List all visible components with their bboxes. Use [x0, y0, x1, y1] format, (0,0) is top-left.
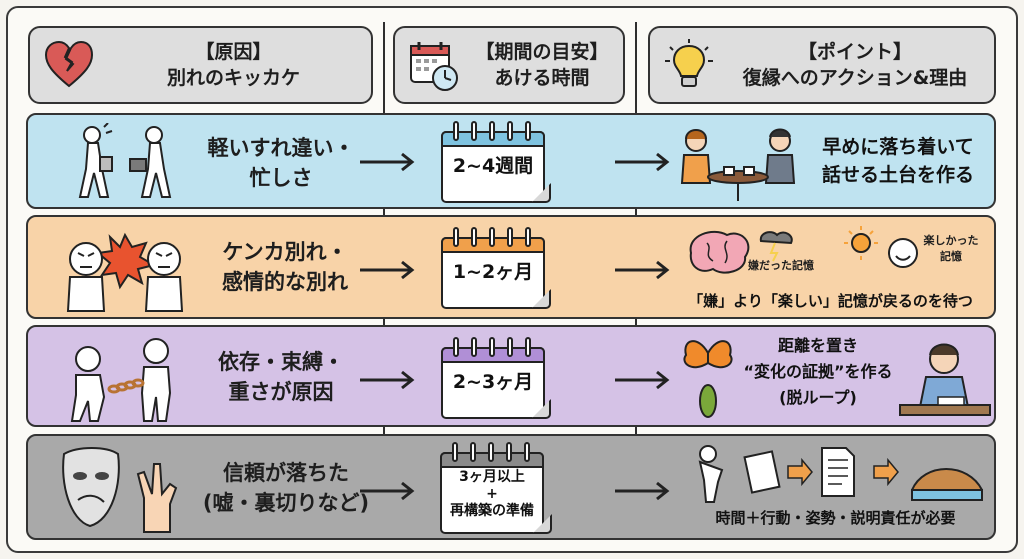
header-cause: 【原因】 別れのキッカケ [28, 26, 373, 104]
header-point-label: 【ポイント】 [797, 41, 912, 63]
arrow-right-icon [360, 370, 415, 390]
period-line-2: 再構築の準備 [450, 503, 534, 519]
action-line-1: 早めに落ち着いて [822, 136, 974, 158]
calendar-period: 1~2ヶ月 [441, 227, 551, 309]
action-line-2: 話せる土台を作る [821, 164, 974, 186]
cause-text: 軽いすれ違い・ 忙しさ [196, 133, 366, 193]
header-period-sublabel: あける時間 [494, 67, 590, 89]
cause-line-2: (嘘・裏切りなど) [202, 491, 370, 515]
action-line-2: “変化の証拠”を作る [743, 362, 893, 381]
action-line-3: (脱ループ) [779, 388, 857, 407]
action-text: 早めに落ち着いて 話せる土台を作る [808, 133, 988, 189]
cause-text: ケンカ別れ・ 感情的な別れ [200, 237, 370, 297]
cause-line-1: 信頼が落ちた [223, 461, 349, 485]
angry-people-icon [66, 232, 184, 312]
header-point-sublabel: 復縁へのアクション&理由 [742, 67, 968, 89]
arrow-right-icon [360, 152, 415, 172]
header-cause-sublabel: 別れのキッカケ [166, 67, 300, 89]
clinging-people-icon [70, 338, 172, 422]
header-point: 【ポイント】 復縁へのアクション&理由 [648, 26, 996, 104]
sun-smile-icon [844, 226, 918, 268]
header-period-label: 【期間の目安】 [475, 41, 609, 63]
cause-line-2: 感情的な別れ [222, 270, 348, 294]
arrow-right-icon [360, 260, 415, 280]
header-cause-label: 【原因】 [195, 41, 272, 63]
good-memory-line-1: 楽しかった [923, 234, 979, 247]
action-text: 距離を置き “変化の証拠”を作る (脱ループ) [743, 333, 893, 411]
cause-text: 依存・束縛・ 重さが原因 [196, 347, 366, 407]
arrow-right-icon [615, 260, 670, 280]
good-memory-line-2: 記憶 [940, 250, 962, 263]
row-minor-misunderstanding: 軽いすれ違い・ 忙しさ 2~4週間 早めに落ち着いて 話せる土台を作る [26, 113, 996, 209]
action-text: 「嫌」より「楽しい」記憶が戻るのを待つ [688, 292, 973, 310]
cause-line-1: ケンカ別れ・ [222, 240, 348, 264]
bad-memory-label: 嫌だった記憶 [748, 259, 814, 272]
row-dependence-breakup: 依存・束縛・ 重さが原因 2~3ヶ月 距離を置き “変化の証拠”を作る (脱ルー… [26, 325, 996, 427]
calendar-period: 2~4週間 [441, 121, 551, 203]
calendar-period: 3ヶ月以上 + 再構築の準備 [440, 442, 552, 534]
cause-line-2: 忙しさ [249, 166, 313, 190]
row-trust-broken: 信頼が落ちた (嘘・裏切りなど) 3ヶ月以上 + 再構築の準備 時間＋行動・姿勢… [26, 434, 996, 540]
walking-people-icon [78, 123, 172, 198]
calendar-clock-icon [410, 42, 458, 91]
period-value: 1~2ヶ月 [452, 261, 534, 283]
cause-line-2: 重さが原因 [228, 380, 334, 404]
period-value: 2~3ヶ月 [452, 371, 534, 393]
arrow-right-icon [615, 481, 670, 501]
cause-line-1: 軽いすれ違い・ [207, 136, 355, 160]
row-argument-breakup: ケンカ別れ・ 感情的な別れ 1~2ヶ月 嫌だった記憶 楽しかった 記憶 「嫌」よ… [26, 215, 996, 319]
arrow-right-icon [615, 370, 670, 390]
mask-crossed-fingers-icon [62, 447, 178, 533]
good-memory-label: 楽しかった 記憶 [916, 233, 986, 265]
header-period: 【期間の目安】 あける時間 [393, 26, 625, 104]
period-value: 2~4週間 [452, 155, 534, 177]
period-value: 3ヶ月以上 + 再構築の準備 [442, 469, 542, 520]
action-line-1: 距離を置き [777, 336, 858, 355]
cause-line-1: 依存・束縛・ [218, 350, 344, 374]
brain-storm-icon [689, 230, 793, 274]
arrow-right-icon [615, 152, 670, 172]
apology-process-icon [698, 445, 983, 503]
person-writing-icon [899, 343, 991, 416]
period-plus: + [486, 486, 498, 502]
cause-text: 信頼が落ちた (嘘・裏切りなど) [196, 458, 376, 518]
action-text: 時間＋行動・姿勢・説明責任が必要 [715, 509, 956, 527]
broken-heart-icon [44, 40, 94, 88]
butterfly-chrysalis-icon [683, 340, 733, 418]
calendar-period: 2~3ヶ月 [441, 337, 551, 419]
period-line-1: 3ヶ月以上 [459, 469, 525, 485]
couple-talking-icon [680, 128, 796, 201]
lightbulb-icon [665, 39, 713, 87]
arrow-right-icon [360, 481, 415, 501]
